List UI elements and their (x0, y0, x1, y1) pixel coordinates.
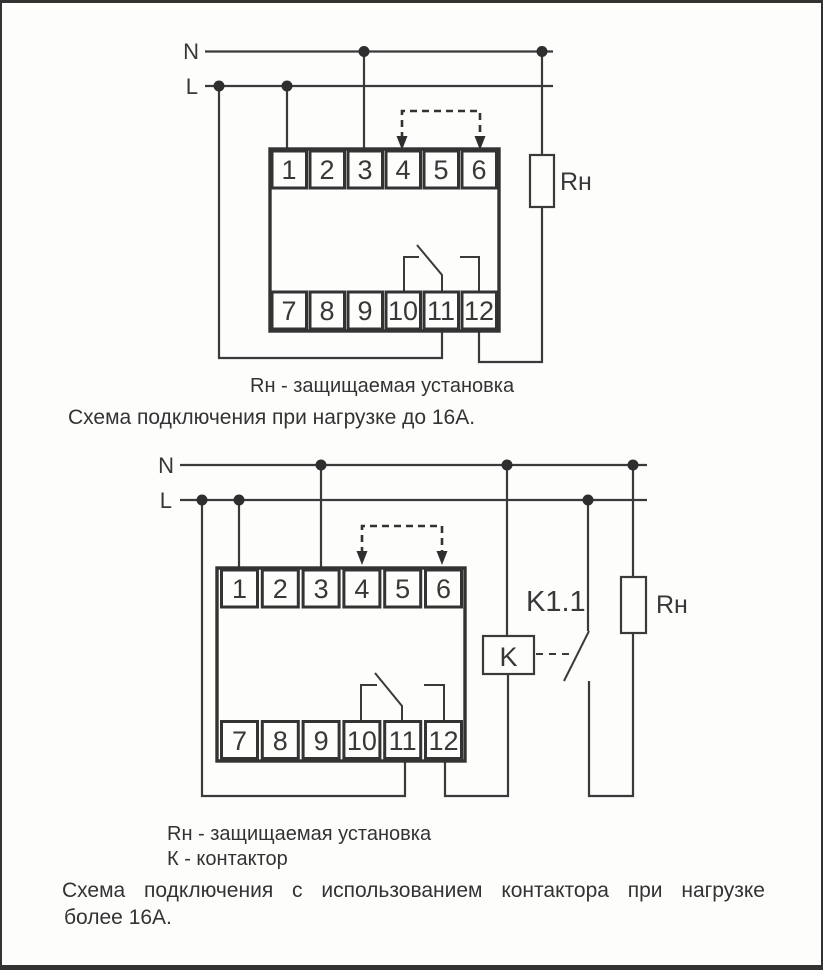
junction-dot (281, 80, 293, 92)
svg-text:5: 5 (395, 574, 410, 604)
load-resistor (619, 575, 648, 635)
wire-contact-to-load (587, 633, 635, 798)
junction-dot (627, 459, 639, 471)
phase-label: L (186, 74, 198, 99)
load-resistor-label: Rн (560, 168, 592, 196)
svg-text:9: 9 (357, 296, 372, 326)
svg-text:7: 7 (232, 726, 247, 756)
junction-dot (358, 46, 370, 57)
phase-label: L (160, 488, 172, 513)
diagram2-caption-line1: Схема подключения с использованием конта… (62, 879, 765, 902)
terminal-row-top: 1 2 3 4 5 6 (270, 149, 498, 190)
svg-text:11: 11 (389, 726, 417, 756)
svg-text:2: 2 (273, 574, 288, 604)
jumper-arrow-icon (436, 551, 448, 565)
svg-text:8: 8 (273, 726, 288, 756)
terminal-row-bottom: 7 8 9 10 11 12 (270, 290, 498, 331)
svg-text:6: 6 (436, 574, 451, 604)
terminal-12: 12 (424, 720, 463, 760)
wire-l-to-terminal11 (200, 500, 407, 798)
svg-text:12: 12 (464, 296, 494, 326)
svg-text:9: 9 (314, 726, 329, 756)
neutral-label: N (183, 39, 199, 64)
jumper-dashed-bracket (400, 109, 482, 139)
junction-dot (536, 46, 548, 57)
jumper-arrow-icon (474, 136, 486, 150)
diagram2-legend-load: Rн - защищаемая установка (167, 823, 432, 845)
svg-text:3: 3 (314, 574, 329, 604)
svg-text:6: 6 (471, 155, 486, 185)
svg-text:3: 3 (357, 155, 372, 185)
jumper-arrow-icon (356, 551, 368, 565)
relay-contact-symbol (403, 244, 480, 292)
terminal-10: 10 (384, 290, 422, 331)
load-resistor (528, 153, 556, 209)
svg-text:8: 8 (319, 296, 334, 326)
terminal-5: 5 (383, 568, 423, 609)
terminal-11: 11 (383, 720, 423, 760)
terminal-4: 4 (342, 568, 382, 609)
load-resistor-label: Rн (656, 591, 688, 619)
diagram2-legend-contactor: К - контактор (167, 848, 288, 870)
svg-text:4: 4 (395, 155, 410, 185)
wire-l-to-terminal11 (217, 86, 444, 360)
terminal-3: 3 (301, 568, 341, 609)
svg-text:12: 12 (428, 726, 458, 756)
terminal-5: 5 (422, 149, 460, 190)
contact-blade (563, 630, 590, 682)
junction-dot (501, 459, 513, 471)
terminal-row-top: 1 2 3 4 5 6 (220, 568, 463, 609)
svg-text:1: 1 (232, 574, 247, 604)
terminal-3: 3 (346, 149, 384, 190)
svg-text:7: 7 (281, 296, 296, 326)
terminal-7: 7 (220, 720, 259, 760)
diagram-load-up-to-16a: N L 1 2 3 4 5 6 (183, 39, 592, 364)
terminal-2: 2 (308, 149, 346, 190)
svg-text:11: 11 (427, 296, 455, 326)
terminal-12: 12 (460, 290, 498, 331)
svg-text:10: 10 (388, 296, 418, 326)
diagram2-caption-line2: более 16А. (64, 906, 172, 929)
junction-dot (196, 494, 208, 506)
contactor-coil-label: K (499, 642, 517, 672)
terminal-row-bottom: 7 8 9 10 11 12 (220, 720, 463, 760)
terminal-6: 6 (460, 149, 498, 190)
svg-text:2: 2 (319, 155, 334, 185)
diagram1-caption: Схема подключения при нагрузке до 16А. (68, 406, 476, 429)
diagram1-legend-load: Rн - защищаемая установка (250, 375, 515, 397)
terminal-8: 8 (260, 720, 300, 760)
svg-text:4: 4 (354, 574, 369, 604)
svg-text:1: 1 (281, 155, 296, 185)
wire-load-to-terminal12 (477, 207, 544, 364)
terminal-11: 11 (422, 290, 460, 331)
diagram-load-above-16a: N L 1 2 3 4 5 6 (158, 453, 688, 798)
junction-dot (213, 80, 225, 92)
terminal-8: 8 (308, 290, 346, 331)
terminal-6: 6 (424, 568, 463, 609)
terminal-10: 10 (342, 720, 382, 760)
terminal-1: 1 (220, 568, 259, 609)
terminal-9: 9 (346, 290, 384, 331)
contactor-contact-label: K1.1 (526, 586, 586, 618)
svg-text:5: 5 (433, 155, 448, 185)
contactor-coil (481, 634, 536, 676)
junction-dot (582, 494, 594, 506)
junction-dot (315, 459, 327, 471)
terminal-7: 7 (270, 290, 308, 331)
jumper-dashed-bracket (360, 524, 444, 554)
wire-coil-to-terminal12 (443, 674, 510, 798)
terminal-4: 4 (384, 149, 422, 190)
jumper-arrow-icon (396, 136, 408, 150)
relay-contact-symbol (360, 672, 445, 721)
svg-text:10: 10 (347, 726, 377, 756)
neutral-label: N (158, 453, 174, 478)
junction-dot (233, 494, 245, 506)
terminal-9: 9 (301, 720, 341, 760)
terminal-1: 1 (270, 149, 308, 190)
terminal-2: 2 (260, 568, 300, 609)
